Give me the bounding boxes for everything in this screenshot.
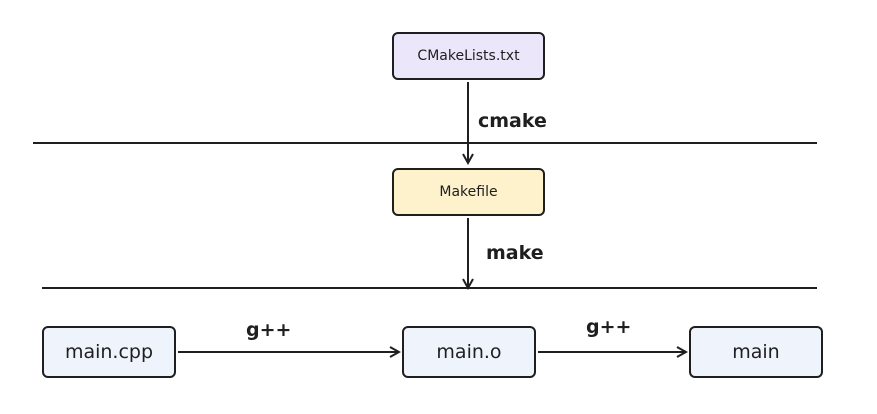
node-cmakelists: CMakeLists.txt	[392, 32, 545, 80]
label-gpp-link: g++	[586, 316, 632, 338]
node-main-o: main.o	[402, 326, 536, 378]
node-main: main	[689, 326, 823, 378]
label-gpp-compile: g++	[246, 319, 292, 341]
node-makefile: Makefile	[392, 168, 545, 216]
label-cmake: cmake	[478, 110, 547, 132]
label-make: make	[486, 242, 544, 264]
node-main-cpp: main.cpp	[42, 326, 176, 378]
